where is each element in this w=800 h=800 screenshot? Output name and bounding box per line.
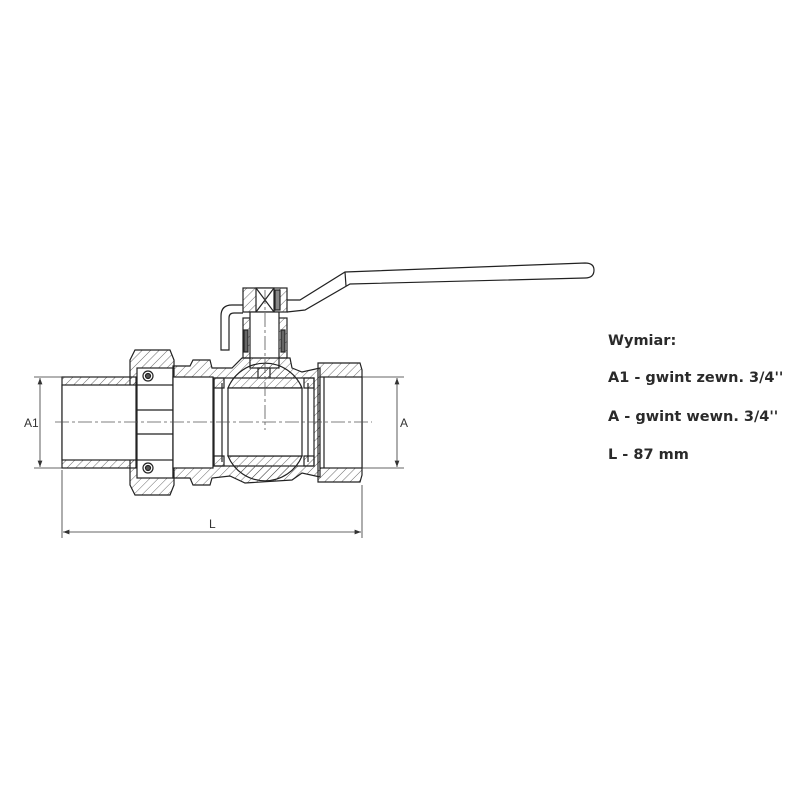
female-thread-connector — [317, 362, 363, 483]
dimension-lines — [34, 376, 404, 538]
spec-a1: A1 - gwint zewn. 3/4'' — [608, 370, 784, 386]
spec-title: Wymiar: — [608, 333, 677, 349]
male-thread-connector — [61, 376, 174, 469]
spec-l: L - 87 mm — [608, 447, 689, 463]
dimension-label-a: A — [400, 416, 408, 430]
handle — [220, 262, 595, 351]
spec-a: A - gwint wewn. 3/4'' — [608, 409, 779, 425]
dimension-label-a1: A1 — [24, 416, 39, 430]
dimension-label-l: L — [209, 517, 216, 531]
